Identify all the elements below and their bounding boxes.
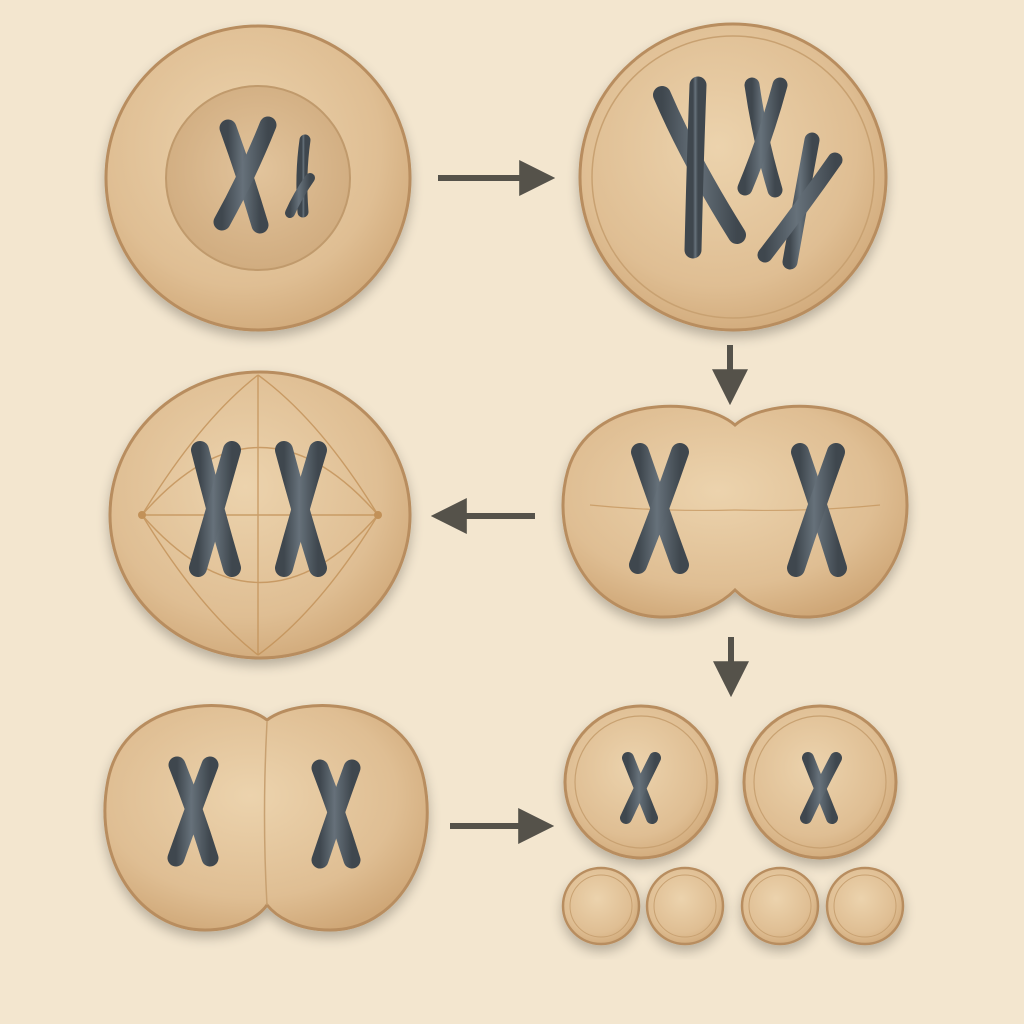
chromosome-icon <box>787 443 847 577</box>
chromosome-icon <box>213 116 277 234</box>
nucleus-cell <box>104 24 412 332</box>
chromosome-icon <box>653 76 746 259</box>
small-cells <box>561 866 905 946</box>
chromosome-icon <box>800 752 842 824</box>
chromosome-icon <box>311 759 361 869</box>
pinched-cell <box>103 704 429 932</box>
spindle-lines <box>141 374 379 656</box>
chromosome-icon <box>285 134 315 218</box>
centrosome <box>374 511 382 519</box>
condensing-cell <box>578 22 888 332</box>
daughter-cells <box>563 704 898 860</box>
chromosome-icon <box>757 132 843 270</box>
chromosome-icon <box>629 443 689 574</box>
chromosome-icon <box>167 756 219 867</box>
centrosome <box>138 511 146 519</box>
dividing-cell <box>561 404 909 619</box>
chromosome-icon <box>189 441 241 577</box>
chromosome-icon <box>275 441 327 577</box>
chromosome-icon <box>620 752 661 824</box>
chromosome-icon <box>737 77 788 198</box>
